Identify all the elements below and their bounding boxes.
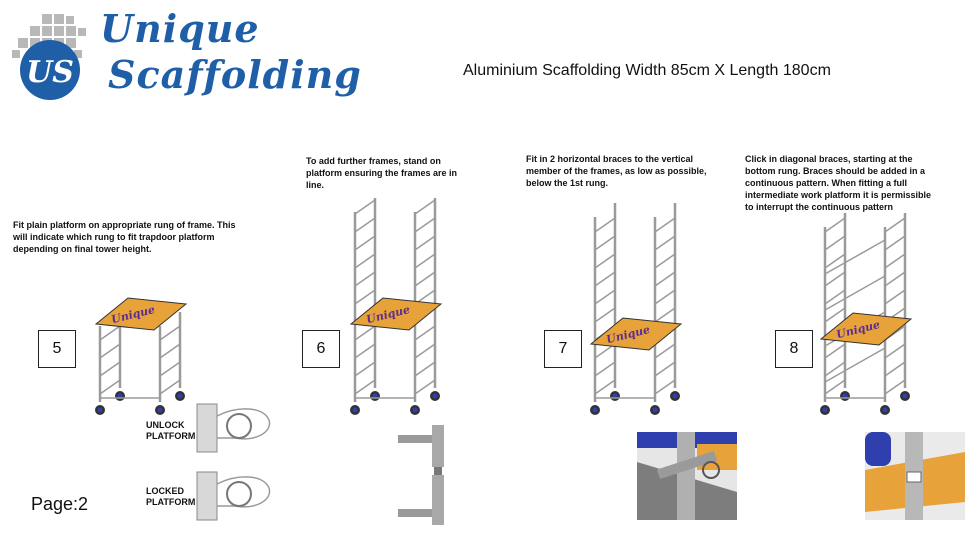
locked-platform-label: LOCKED PLATFORM [146,486,196,507]
locked-clip-detail-icon [196,471,271,521]
tower-illustration-6: Unique [349,198,443,415]
step-6-number: 6 [302,330,340,368]
logo-emblem-icon: US [12,14,86,100]
brace-clamp-detail-icon [637,432,737,520]
tower-illustration-8: Unique [819,213,913,415]
tower-illustration-5: Unique [94,297,188,415]
diagonal-brace-clip-detail-icon [865,432,965,520]
logo-line1: Unique [100,6,260,51]
page-title: Aluminium Scaffolding Width 85cm X Lengt… [463,62,831,79]
step-8-number: 8 [775,330,813,368]
unlock-clip-detail-icon [196,403,271,453]
logo-line2: Scaffolding [108,52,362,97]
step-5-instruction: Fit plain platform on appropriate rung o… [13,220,236,254]
page-number: Page:2 [31,494,89,514]
tower-illustration-7: Unique [589,203,683,415]
step-8-instruction: Click in diagonal braces, starting at th… [745,154,932,212]
svg-text:US: US [26,55,74,90]
step-7-number: 7 [544,330,582,368]
step-7-instruction: Fit in 2 horizontal braces to the vertic… [526,154,707,188]
step-5-number: 5 [38,330,76,368]
step-6-instruction: To add further frames, stand on platform… [306,156,458,190]
unlock-platform-label: UNLOCK PLATFORM [146,420,196,441]
frame-joint-detail-icon [398,425,444,525]
